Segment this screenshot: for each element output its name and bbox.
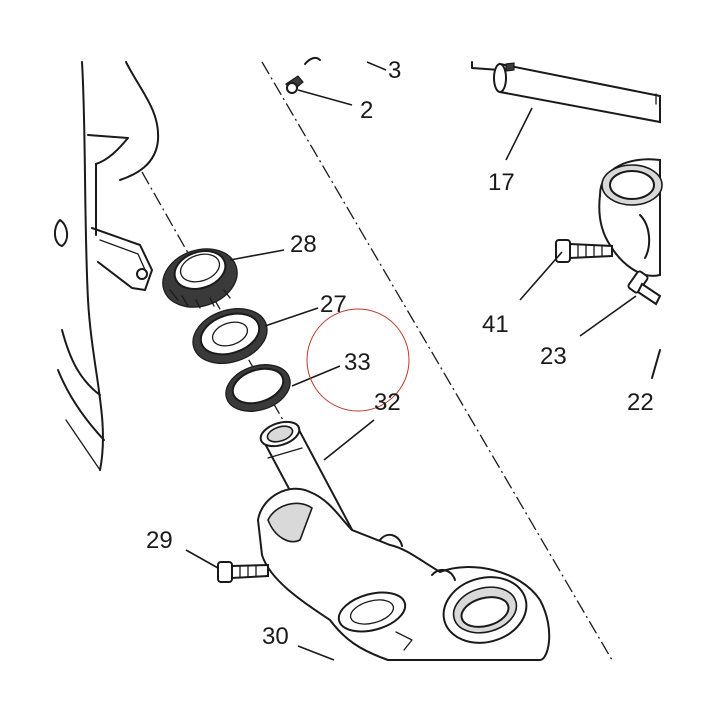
assembly-axis-main (261, 61, 613, 661)
leader-part-41 (519, 251, 563, 301)
leader-part-33 (291, 365, 341, 387)
part-label-2: 2 (360, 97, 373, 124)
part-label-22: 22 (627, 389, 654, 416)
seal-part-27 (192, 308, 268, 364)
part-label-23: 23 (540, 343, 567, 370)
handlebar-tube (471, 61, 661, 124)
bolt-part-29 (217, 561, 269, 583)
part-label-30: 30 (262, 623, 289, 650)
part-label-29: 29 (146, 527, 173, 554)
leader-part-29 (185, 549, 219, 569)
leader-part-17 (505, 107, 533, 161)
leader-part-3 (366, 61, 387, 71)
screw-part-3 (304, 56, 321, 65)
part-label-28: 28 (290, 231, 317, 258)
leader-part-27 (264, 307, 319, 327)
leader-part-32 (323, 419, 375, 461)
part-label-17: 17 (488, 169, 515, 196)
part-label-32: 32 (374, 389, 401, 416)
part-label-33: 33 (344, 349, 371, 376)
leader-part-28 (229, 249, 285, 261)
leader-part-23 (579, 295, 637, 337)
part-label-3: 3 (388, 57, 401, 84)
frame-body (54, 61, 160, 471)
bolt-part-41 (555, 239, 613, 263)
screw-part-2 (285, 75, 304, 94)
upper-clamp-right (598, 158, 663, 277)
bolt-part-23 (627, 270, 662, 306)
leader-part-30 (297, 645, 335, 661)
part-22-edge (651, 349, 661, 379)
ring-part-33 (225, 364, 291, 412)
part-label-27: 27 (320, 291, 347, 318)
leader-part-2 (297, 89, 353, 106)
bearing-part-28 (162, 248, 238, 309)
highlight-circle (306, 308, 410, 412)
part-label-41: 41 (482, 311, 509, 338)
lower-yoke-part-30 (256, 487, 551, 661)
